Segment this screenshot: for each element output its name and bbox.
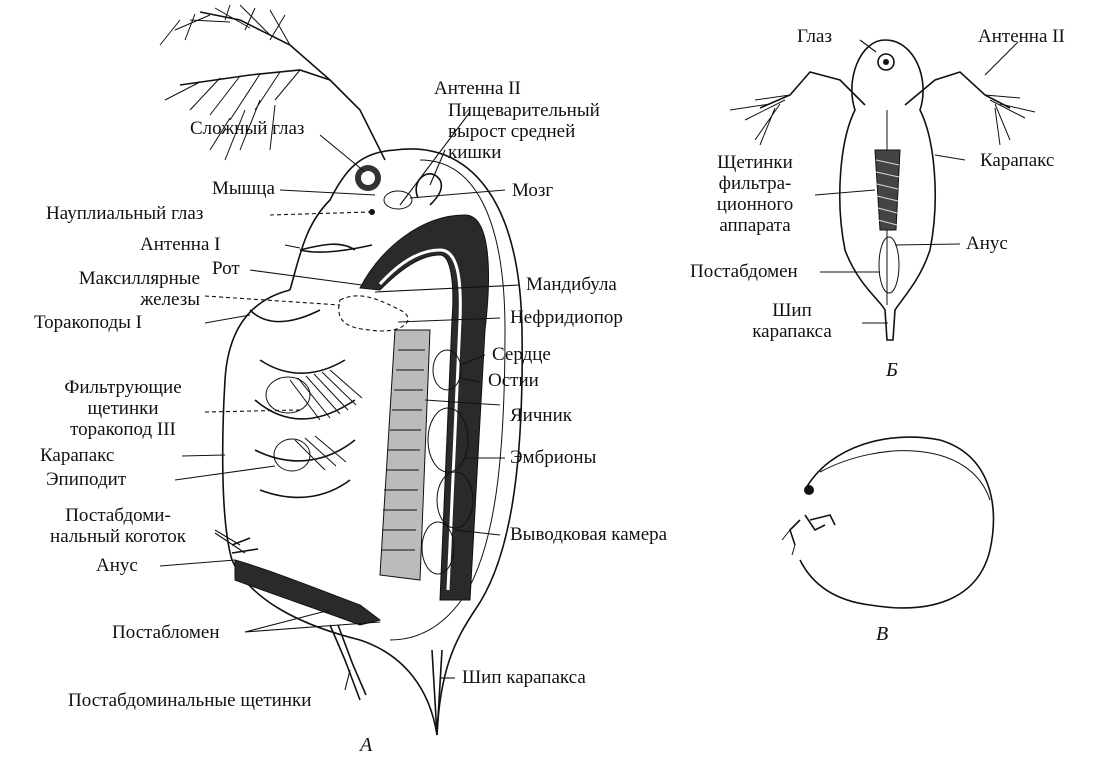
a-filtering-setae-shapes bbox=[290, 370, 362, 470]
b-label-carapace-spine: Шип карапакса bbox=[722, 300, 862, 342]
a-label-compound-eye: Сложный глаз bbox=[190, 118, 304, 139]
a-label-ovary: Яичник bbox=[510, 405, 572, 426]
a-antenna2-ramus-1 bbox=[200, 12, 330, 80]
a-label-mouth: Рот bbox=[212, 258, 240, 279]
b-label-anus: Анус bbox=[966, 233, 1008, 254]
a-label-filtering-setae: Фильтрующие щетинки торакопод III bbox=[38, 377, 208, 440]
a-label-carapace: Карапакс bbox=[40, 445, 114, 466]
a-label-carapace-spine: Шип карапакса bbox=[462, 667, 586, 688]
a-antenna2-base bbox=[330, 80, 385, 160]
b-label-postabdomen: Постабдомен bbox=[690, 261, 798, 282]
a-label-nephridiopore: Нефридиопор bbox=[510, 307, 623, 328]
b-antenna-left bbox=[760, 72, 865, 108]
a-label-muscle: Мышца bbox=[212, 178, 275, 199]
a-antenna1-shape bbox=[300, 245, 372, 252]
a-label-brain: Мозг bbox=[512, 180, 553, 201]
b-label-filter-setae: Щетинки фильтра- ционного аппарата bbox=[690, 152, 820, 236]
a-carapace-spine-shape bbox=[432, 650, 442, 735]
a-label-antenna2: Антенна II bbox=[434, 78, 521, 99]
a-label-thoracopods-1: Торакоподы I bbox=[34, 312, 142, 333]
a-label-postabdominal-setae: Постабдоминальные щетинки bbox=[68, 690, 311, 711]
a-label-epipodite: Эпиподит bbox=[46, 469, 126, 490]
c-carapace-outline bbox=[800, 437, 993, 608]
panel-label-c: В bbox=[876, 624, 888, 645]
a-thoracopods bbox=[250, 310, 355, 497]
b-label-eye: Глаз bbox=[797, 26, 832, 47]
panel-label-a: А bbox=[360, 735, 372, 756]
a-label-embryos: Эмбрионы bbox=[510, 447, 596, 468]
a-label-antenna1: Антенна I bbox=[140, 234, 220, 255]
a-label-heart: Сердце bbox=[492, 344, 551, 365]
a-antenna2-ramus-2 bbox=[180, 70, 330, 85]
figure-c-drawing bbox=[782, 437, 993, 608]
b-label-carapace: Карапакс bbox=[980, 150, 1054, 171]
a-label-brood-chamber: Выводковая камера bbox=[510, 524, 667, 545]
a-label-maxillary-glands: Максиллярные железы bbox=[30, 268, 200, 310]
b-label-antenna2: Антенна II bbox=[978, 26, 1065, 47]
a-brain-shape bbox=[384, 191, 412, 209]
c-antenna-shape bbox=[790, 515, 835, 545]
c-eye-shape bbox=[804, 485, 814, 495]
a-label-postabdominal-claw: Постабдоми- нальный коготок bbox=[18, 505, 218, 547]
a-label-anus: Анус bbox=[96, 555, 138, 576]
a-label-ostia: Остии bbox=[488, 370, 539, 391]
panel-label-b: Б bbox=[886, 360, 898, 381]
a-label-naupliar-eye: Науплиальный глаз bbox=[46, 203, 203, 224]
a-label-postabdomen: Постабломен bbox=[112, 622, 220, 643]
a-label-digestive-outgrowth: Пищеварительный вырост средней кишки bbox=[448, 100, 600, 163]
a-maxillary-glands bbox=[339, 296, 408, 331]
b-antenna-setae bbox=[730, 95, 1035, 145]
a-label-mandible: Мандибула bbox=[526, 274, 617, 295]
